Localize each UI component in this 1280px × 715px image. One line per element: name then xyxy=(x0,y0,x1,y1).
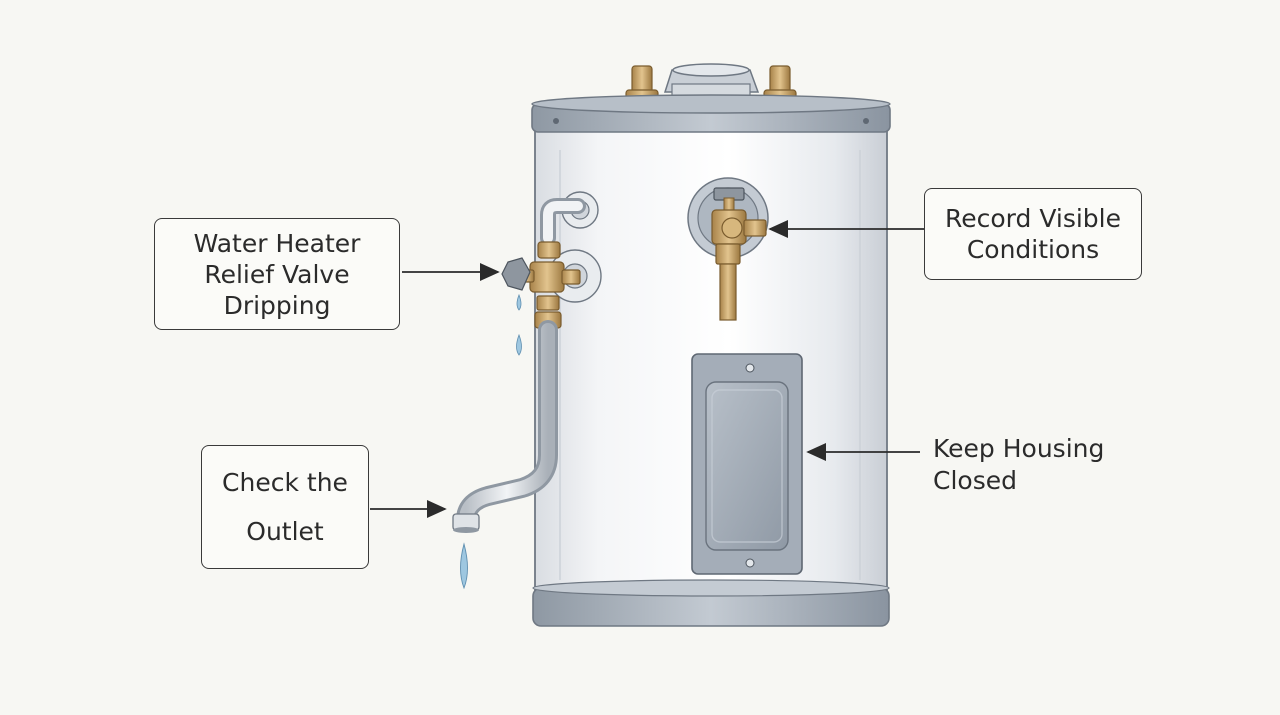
top-vent xyxy=(663,63,760,101)
label-keep-housing-line-2: Closed xyxy=(933,466,1017,495)
relief-valve xyxy=(501,198,586,329)
callout-record-conditions: Record Visible Conditions xyxy=(924,188,1142,280)
callout-record-conditions-line-2: Conditions xyxy=(966,235,1100,264)
water-drip-valve xyxy=(516,293,522,356)
callout-relief-valve-line-1: Water Heater xyxy=(193,228,361,258)
callout-check-outlet: Check the Outlet xyxy=(201,445,369,569)
callout-relief-valve: Water Heater Relief Valve Dripping xyxy=(154,218,400,330)
front-valve xyxy=(687,177,769,321)
water-drip-outlet xyxy=(460,542,468,590)
label-keep-housing: Keep Housing Closed xyxy=(933,433,1104,497)
callout-relief-valve-line-3: Dripping xyxy=(223,290,331,320)
callout-record-conditions-line-1: Record Visible xyxy=(945,204,1121,233)
label-keep-housing-line-1: Keep Housing xyxy=(933,434,1105,463)
discharge-pipe xyxy=(452,320,558,533)
callout-check-outlet-line-2: Outlet xyxy=(246,517,324,546)
access-panel xyxy=(691,353,803,575)
callout-check-outlet-line-1: Check the xyxy=(222,468,348,497)
callout-relief-valve-line-2: Relief Valve xyxy=(204,259,350,289)
